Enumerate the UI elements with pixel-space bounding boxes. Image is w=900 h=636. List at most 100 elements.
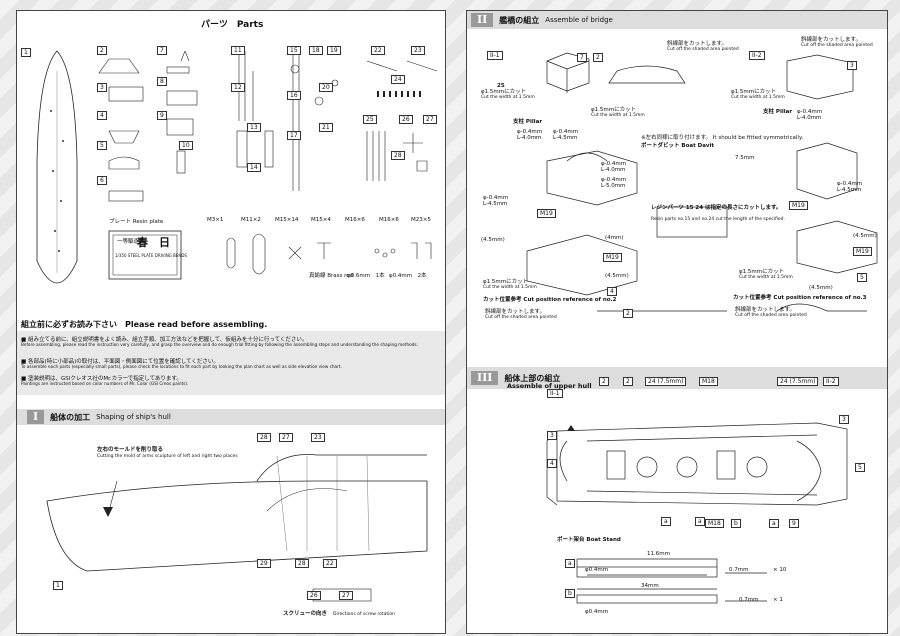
section-3-roman: III [471,371,499,385]
dim-07-a: 0.7mm [729,567,749,573]
bridge-num-7: 7 [577,53,587,62]
part-num-21: 21 [319,123,333,132]
right-panel: II 艦橋の組立 Assemble of bridge II-1 II-2 7 … [466,10,888,634]
pin-5: M16×6 [345,217,365,223]
screw-num-26: 26 [307,591,321,600]
screw-note-en: Directions of screw rotation [333,612,395,617]
hull-bot-a2: a [695,517,705,526]
hull-top-2b: 2 [623,377,633,386]
hull-num-22-bottom: 22 [323,559,337,568]
pin-7: M23×5 [411,217,431,223]
cut-15-b: φ1.5mmにカット [591,107,637,113]
section-1-title-en: Shaping of ship's hull [96,413,171,421]
pin-3: M15×14 [275,217,299,223]
resin-24-len-b: (4.5mm) [809,285,833,291]
pin-1: M3×1 [207,217,224,223]
part-num-13: 13 [247,123,261,132]
screw-note: スクリューの向き [283,611,328,617]
notice-line-3-en: Paintings are instructed based on color … [21,381,189,386]
hull-top-II-2: II-2 [823,377,839,386]
bridge-num-2: 2 [593,53,603,62]
cut-15-c-en: Cut the width at 1.5mm [731,95,785,100]
wire-a: φ0.6mm 1本 [347,273,385,279]
part-num-18: 18 [309,46,323,55]
cut-shaded-3: 斜線部をカットします。 [485,309,545,315]
notice-line-1: ■ 組み立てる前に、組立説明書をよく読み、組立手順、加工方法などを把握して、仮組… [21,337,308,343]
hull-left-4: 4 [547,459,557,468]
cut-15-a: φ1.5mmにカット [481,89,527,95]
part-num-3: 3 [97,83,107,92]
notice-line-2: ■ 各部品(特に小部品)の取付は、平面図・側面図にて位置を確認してください。 [21,359,219,365]
stand-b-label: b [565,589,575,598]
section-1-heading: I 船体の加工 Shaping of ship's hull [27,410,171,424]
assembly-drawing [467,11,887,604]
part-num-27: 27 [423,115,437,124]
left-panel: パーツ Parts [16,10,446,634]
pillar-len-e: L-5.0mm [601,183,626,189]
hull-num-28-top: 28 [257,433,271,442]
cut-position-2: カット位置参考 Cut position reference of no.2 [483,297,617,303]
part-num-2: 2 [97,46,107,55]
phi-04-a: φ0.4mm [585,567,609,573]
resin-note: レジンパーツ 15 24 は指定の長さにカットします。 [651,205,782,211]
part-num-8: 8 [157,77,167,86]
hull-left-3: 3 [547,431,557,440]
part-num-7: 7 [157,46,167,55]
hull-num-28-bottom: 28 [295,559,309,568]
stand-a-label: a [565,559,575,568]
part-num-20: 20 [319,83,333,92]
screw-num-27: 27 [339,591,353,600]
cut-15-c: φ1.5mmにカット [731,89,777,95]
label-II-1: II-1 [487,51,503,60]
section-3-heading: III 船体上部の組立 [471,371,560,385]
section-3-title-en: Assemble of upper hull [507,382,592,390]
hull-num-29-bottom: 29 [257,559,271,568]
cut-shaded-4-en: Cut off the shaded area pointed [735,313,807,318]
pillar-phi-e: φ-0.4mm [601,177,627,183]
notice-line-1-en: Before assembling, please read the instr… [21,342,418,347]
part-num-19: 19 [327,46,341,55]
bridge-num-25-a: 25 [497,83,505,89]
mold-note-en: Cutting the mold of arms sculpture of le… [97,454,238,459]
cut-shaded-1: 斜線部をカットします。 [667,41,727,47]
section-2-roman: II [471,13,494,27]
plate-type: 一等駆逐艦 [117,239,145,245]
pillar-phi-c: φ-0.4mm [797,109,823,115]
label-II-2: II-2 [749,51,765,60]
hull-top-M18: M18 [699,377,718,386]
parts-title: パーツ Parts [201,20,264,30]
hull-top-2a: 2 [599,377,609,386]
boat-davit-label: ボートダビット Boat Davit [641,143,715,149]
hull-part-1: 1 [53,581,63,590]
hull-num-27-top: 27 [279,433,293,442]
dim-11-6: 11.6mm [647,551,670,557]
cut-15-a-en: Cut the width at 1.5mm [481,95,535,100]
part-num-12: 12 [231,83,245,92]
part-num-5: 5 [97,141,107,150]
part-num-14: 14 [247,163,261,172]
plate-label: プレート Resin plate [109,219,164,225]
section-1-bar [17,409,445,425]
part-num-25: 25 [363,115,377,124]
hull-top-24a: 24 (7.5mm) [645,377,687,386]
pillar-len-g: L-4.5mm [837,187,862,193]
cut-15-e: φ1.5mmにカット [739,269,785,275]
pillar-phi-a: φ-0.4mm [517,129,543,135]
section-2-title-en: Assemble of bridge [545,16,613,24]
pillar-len-f: L-4.5mm [483,201,508,207]
pin-2: M11×2 [241,217,261,223]
part-num-23: 23 [411,46,425,55]
pillar-phi-b: φ-0.4mm [553,129,579,135]
section-1-roman: I [27,410,45,424]
hull-bot-a3: a [769,519,779,528]
label-M19-a: M19 [537,209,556,218]
resin-note-en: Resin parts no.15 and no.24 cut the leng… [651,217,785,222]
dim-07-b: 0.7mm [739,597,759,603]
hull-bot-a1: a [661,517,671,526]
cut-15-b-en: Cut the width at 1.5mm [591,113,645,118]
pillar-len-a: L-4.0mm [517,135,542,141]
notice-title: 組立前に必ずお読み下さい Please read before assembli… [21,320,268,329]
count-x1: × 1 [773,597,783,603]
pillar-len-b: L-4.5mm [553,135,578,141]
bridge-num-3: 3 [847,61,857,70]
